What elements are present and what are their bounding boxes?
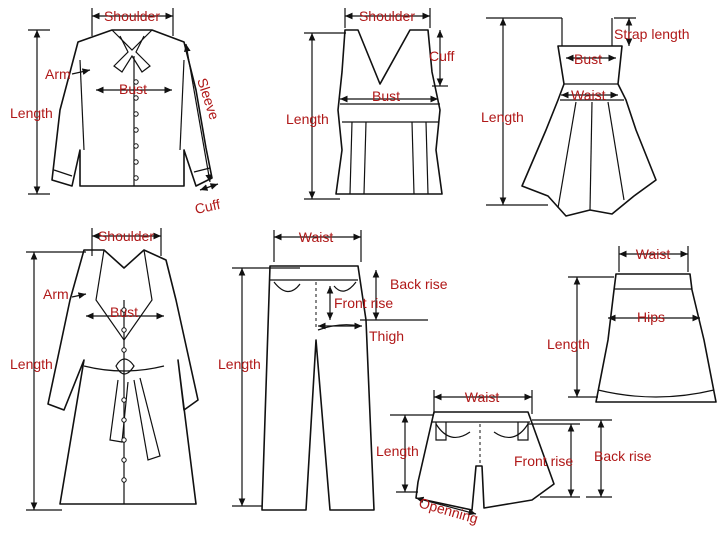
pants-length-label: Length <box>218 356 261 372</box>
pants-waist-label: Waist <box>299 229 334 245</box>
dress-measure-lines <box>486 17 636 206</box>
tank-figure <box>335 29 443 195</box>
shorts-waist-label: Waist <box>465 389 500 405</box>
shorts-front-rise-label: Front rise <box>514 453 573 469</box>
coat-measure-lines <box>26 228 164 511</box>
coat-figure <box>47 249 199 505</box>
shirt-shoulder-label: Shoulder <box>104 8 160 24</box>
skirt-hips-label: Hips <box>637 309 665 325</box>
pants-thigh-label: Thigh <box>369 328 404 344</box>
pants-measure-lines <box>232 230 428 507</box>
dress-bust-label: Bust <box>574 51 602 67</box>
tank-cuff-label: Cuff <box>429 48 455 64</box>
dress-length-label: Length <box>481 109 524 125</box>
skirt-figure <box>595 273 717 403</box>
skirt-measure-lines <box>568 246 700 398</box>
tank-measure-lines <box>304 8 448 200</box>
coat-arm-label: Arm <box>43 286 69 302</box>
shirt-length-label: Length <box>10 105 53 121</box>
skirt-length-label: Length <box>547 336 590 352</box>
dress-figure <box>521 18 657 217</box>
shirt-bust-label: Bust <box>119 81 147 97</box>
dress-waist-label: Waist <box>571 87 606 103</box>
shorts-back-rise-label: Back rise <box>594 448 652 464</box>
shorts-figure <box>415 411 555 511</box>
pants-back-rise-label: Back rise <box>390 276 448 292</box>
shirt-measure-lines <box>28 8 219 195</box>
coat-shoulder-label: Shoulder <box>98 228 154 244</box>
coat-length-label: Length <box>10 356 53 372</box>
tank-shoulder-label: Shoulder <box>359 8 415 24</box>
tank-bust-label: Bust <box>372 88 400 104</box>
shirt-arm-label: Arm <box>45 66 71 82</box>
shorts-measure-lines <box>390 390 612 516</box>
dress-strap-length-label: Strap length <box>614 26 690 42</box>
skirt-waist-label: Waist <box>636 246 671 262</box>
tank-length-label: Length <box>286 111 329 127</box>
pants-front-rise-label: Front rise <box>334 295 393 311</box>
shirt-cuff-label: Cuff <box>193 196 221 217</box>
coat-bust-label: Bust <box>110 304 138 320</box>
shorts-length-label: Length <box>376 443 419 459</box>
